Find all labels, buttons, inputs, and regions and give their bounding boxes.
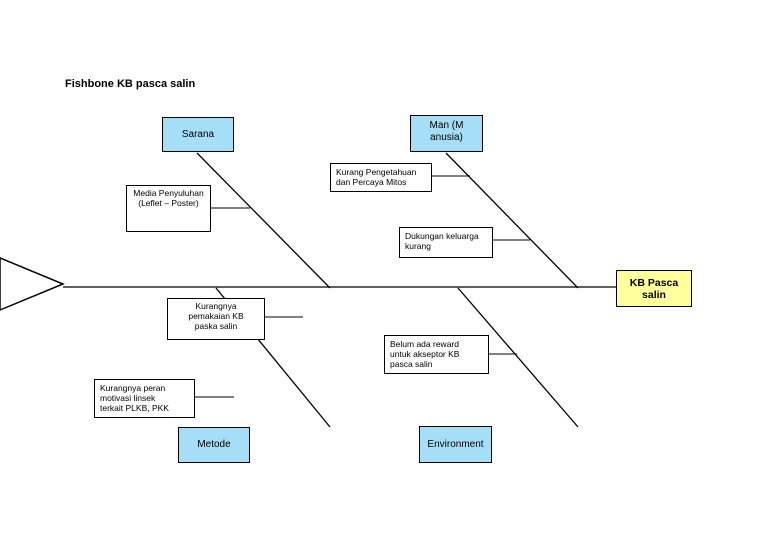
cause-kurangnya-pemakaian: Kurangnya pemakaian KB paska salin <box>167 298 265 340</box>
cause-kurang-pengetahuan: Kurang Pengetahuan dan Percaya Mitos <box>330 163 432 192</box>
cause-dukungan-keluarga: Dukungan keluarga kurang <box>399 227 493 258</box>
cause-belum-ada-reward-text: Belum ada reward untuk akseptor KB pasca… <box>390 339 460 369</box>
category-metode-label: Metode <box>197 439 231 450</box>
category-man-label: Man (Manusia) <box>429 120 464 143</box>
fish-tail <box>0 257 65 311</box>
cause-dukungan-keluarga-text: Dukungan keluarga kurang <box>405 231 479 251</box>
category-environment-label: Environment <box>427 438 484 450</box>
effect-label: KB Pasca salin <box>629 276 679 301</box>
cause-kurangnya-peran-motivasi: Kurangnya peran motivasi linsek terkait … <box>94 379 195 418</box>
cause-kurangnya-pemakaian-text: Kurangnya pemakaian KB paska salin <box>188 301 244 331</box>
category-environment: Environment <box>419 426 492 463</box>
cause-media-penyuluhan-text: Media Penyuluhan (Leflet – Poster) <box>133 188 204 208</box>
cause-kurangnya-peran-motivasi-text: Kurangnya peran motivasi linsek terkait … <box>100 383 169 413</box>
cause-media-penyuluhan: Media Penyuluhan (Leflet – Poster) <box>126 185 211 232</box>
category-man: Man (Manusia) <box>410 115 483 152</box>
bone-man <box>445 152 579 289</box>
category-sarana: Sarana <box>162 117 234 152</box>
effect-box: KB Pasca salin <box>616 270 692 307</box>
diagram-title: Fishbone KB pasca salin <box>65 78 196 90</box>
bone-environment <box>457 287 579 428</box>
bone-sarana <box>196 152 331 289</box>
category-metode: Metode <box>178 427 250 463</box>
cause-belum-ada-reward: Belum ada reward untuk akseptor KB pasca… <box>384 335 489 374</box>
category-sarana-label: Sarana <box>181 128 215 140</box>
cause-kurang-pengetahuan-text: Kurang Pengetahuan dan Percaya Mitos <box>336 167 417 187</box>
